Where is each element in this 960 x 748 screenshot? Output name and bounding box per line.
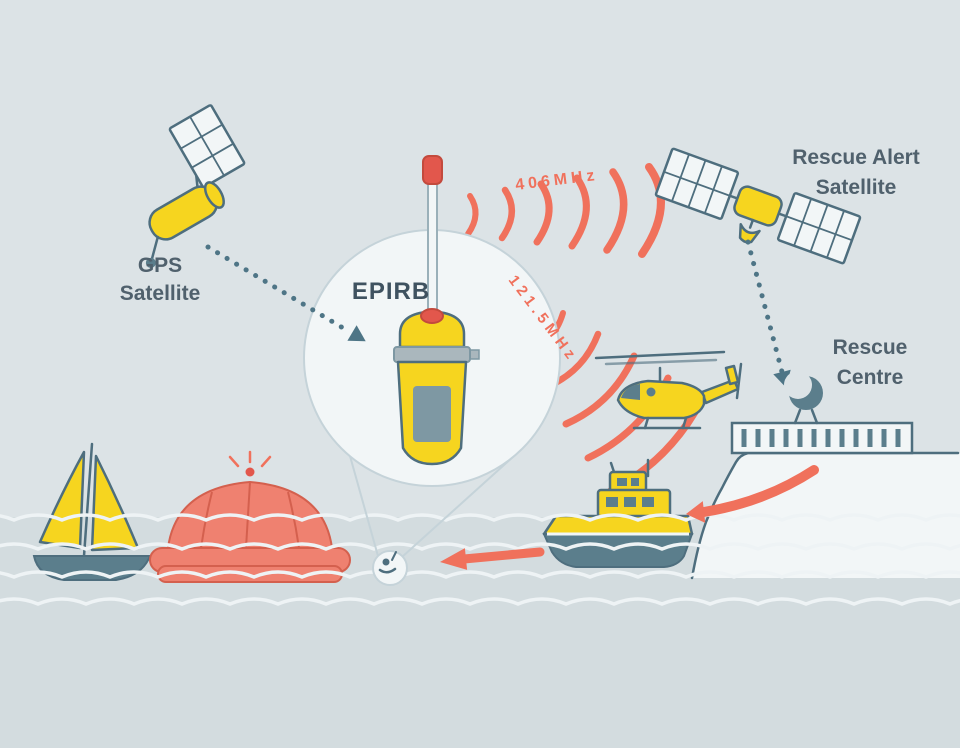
raft-beacon-light bbox=[245, 467, 255, 477]
gps-satellite-label-line2: Satellite bbox=[120, 282, 201, 305]
rescue-centre-label-line1: Rescue bbox=[833, 336, 908, 359]
boat-to-person-arrow bbox=[440, 547, 545, 570]
epirb-label-plate bbox=[413, 386, 451, 442]
magnifier-group bbox=[303, 155, 561, 586]
epirb-antenna-tip bbox=[422, 155, 443, 185]
person-in-water-icon bbox=[378, 551, 397, 574]
epirb-beacon-icon bbox=[393, 155, 480, 466]
mast bbox=[82, 442, 94, 558]
helicopter-icon bbox=[594, 350, 743, 430]
building-windows bbox=[741, 429, 901, 447]
rescue-alert-satellite-label-line1: Rescue Alert bbox=[792, 146, 920, 169]
magnifier-cone-right bbox=[401, 455, 515, 558]
magnifier-cone-left bbox=[349, 455, 379, 557]
centre-to-boat-arrow bbox=[686, 465, 819, 523]
epirb-band bbox=[393, 346, 471, 363]
helicopter-body bbox=[616, 379, 706, 420]
gps-satellite-label-line1: GPS bbox=[138, 254, 182, 277]
person-in-water-circle bbox=[372, 550, 408, 586]
rescue-satellite-dish bbox=[738, 222, 761, 244]
front-sail bbox=[38, 450, 86, 550]
gps-antenna-dish bbox=[145, 257, 156, 268]
sea-waves-icon bbox=[0, 513, 960, 606]
epirb-activation-button bbox=[420, 308, 444, 324]
cliff bbox=[692, 453, 960, 578]
lifeboat-icon bbox=[542, 458, 694, 568]
boat-hull-lower bbox=[542, 533, 694, 568]
cockpit-window bbox=[621, 384, 640, 400]
main-rotor bbox=[594, 350, 726, 360]
epirb-label: EPIRB bbox=[352, 278, 430, 305]
gps-to-epirb-arrow bbox=[205, 244, 366, 342]
flashing-light-rays bbox=[228, 450, 272, 468]
boat-hull-upper bbox=[542, 514, 694, 536]
gps-satellite-icon bbox=[145, 104, 246, 268]
signal-waves-406-icon bbox=[465, 163, 665, 258]
rescue-centre-label-line2: Centre bbox=[837, 366, 904, 389]
rescue-alert-satellite-icon bbox=[654, 147, 862, 265]
tail-rotor bbox=[735, 362, 743, 400]
rescue-alert-satellite-label-line2: Satellite bbox=[816, 176, 897, 199]
life-raft-icon bbox=[149, 450, 351, 583]
